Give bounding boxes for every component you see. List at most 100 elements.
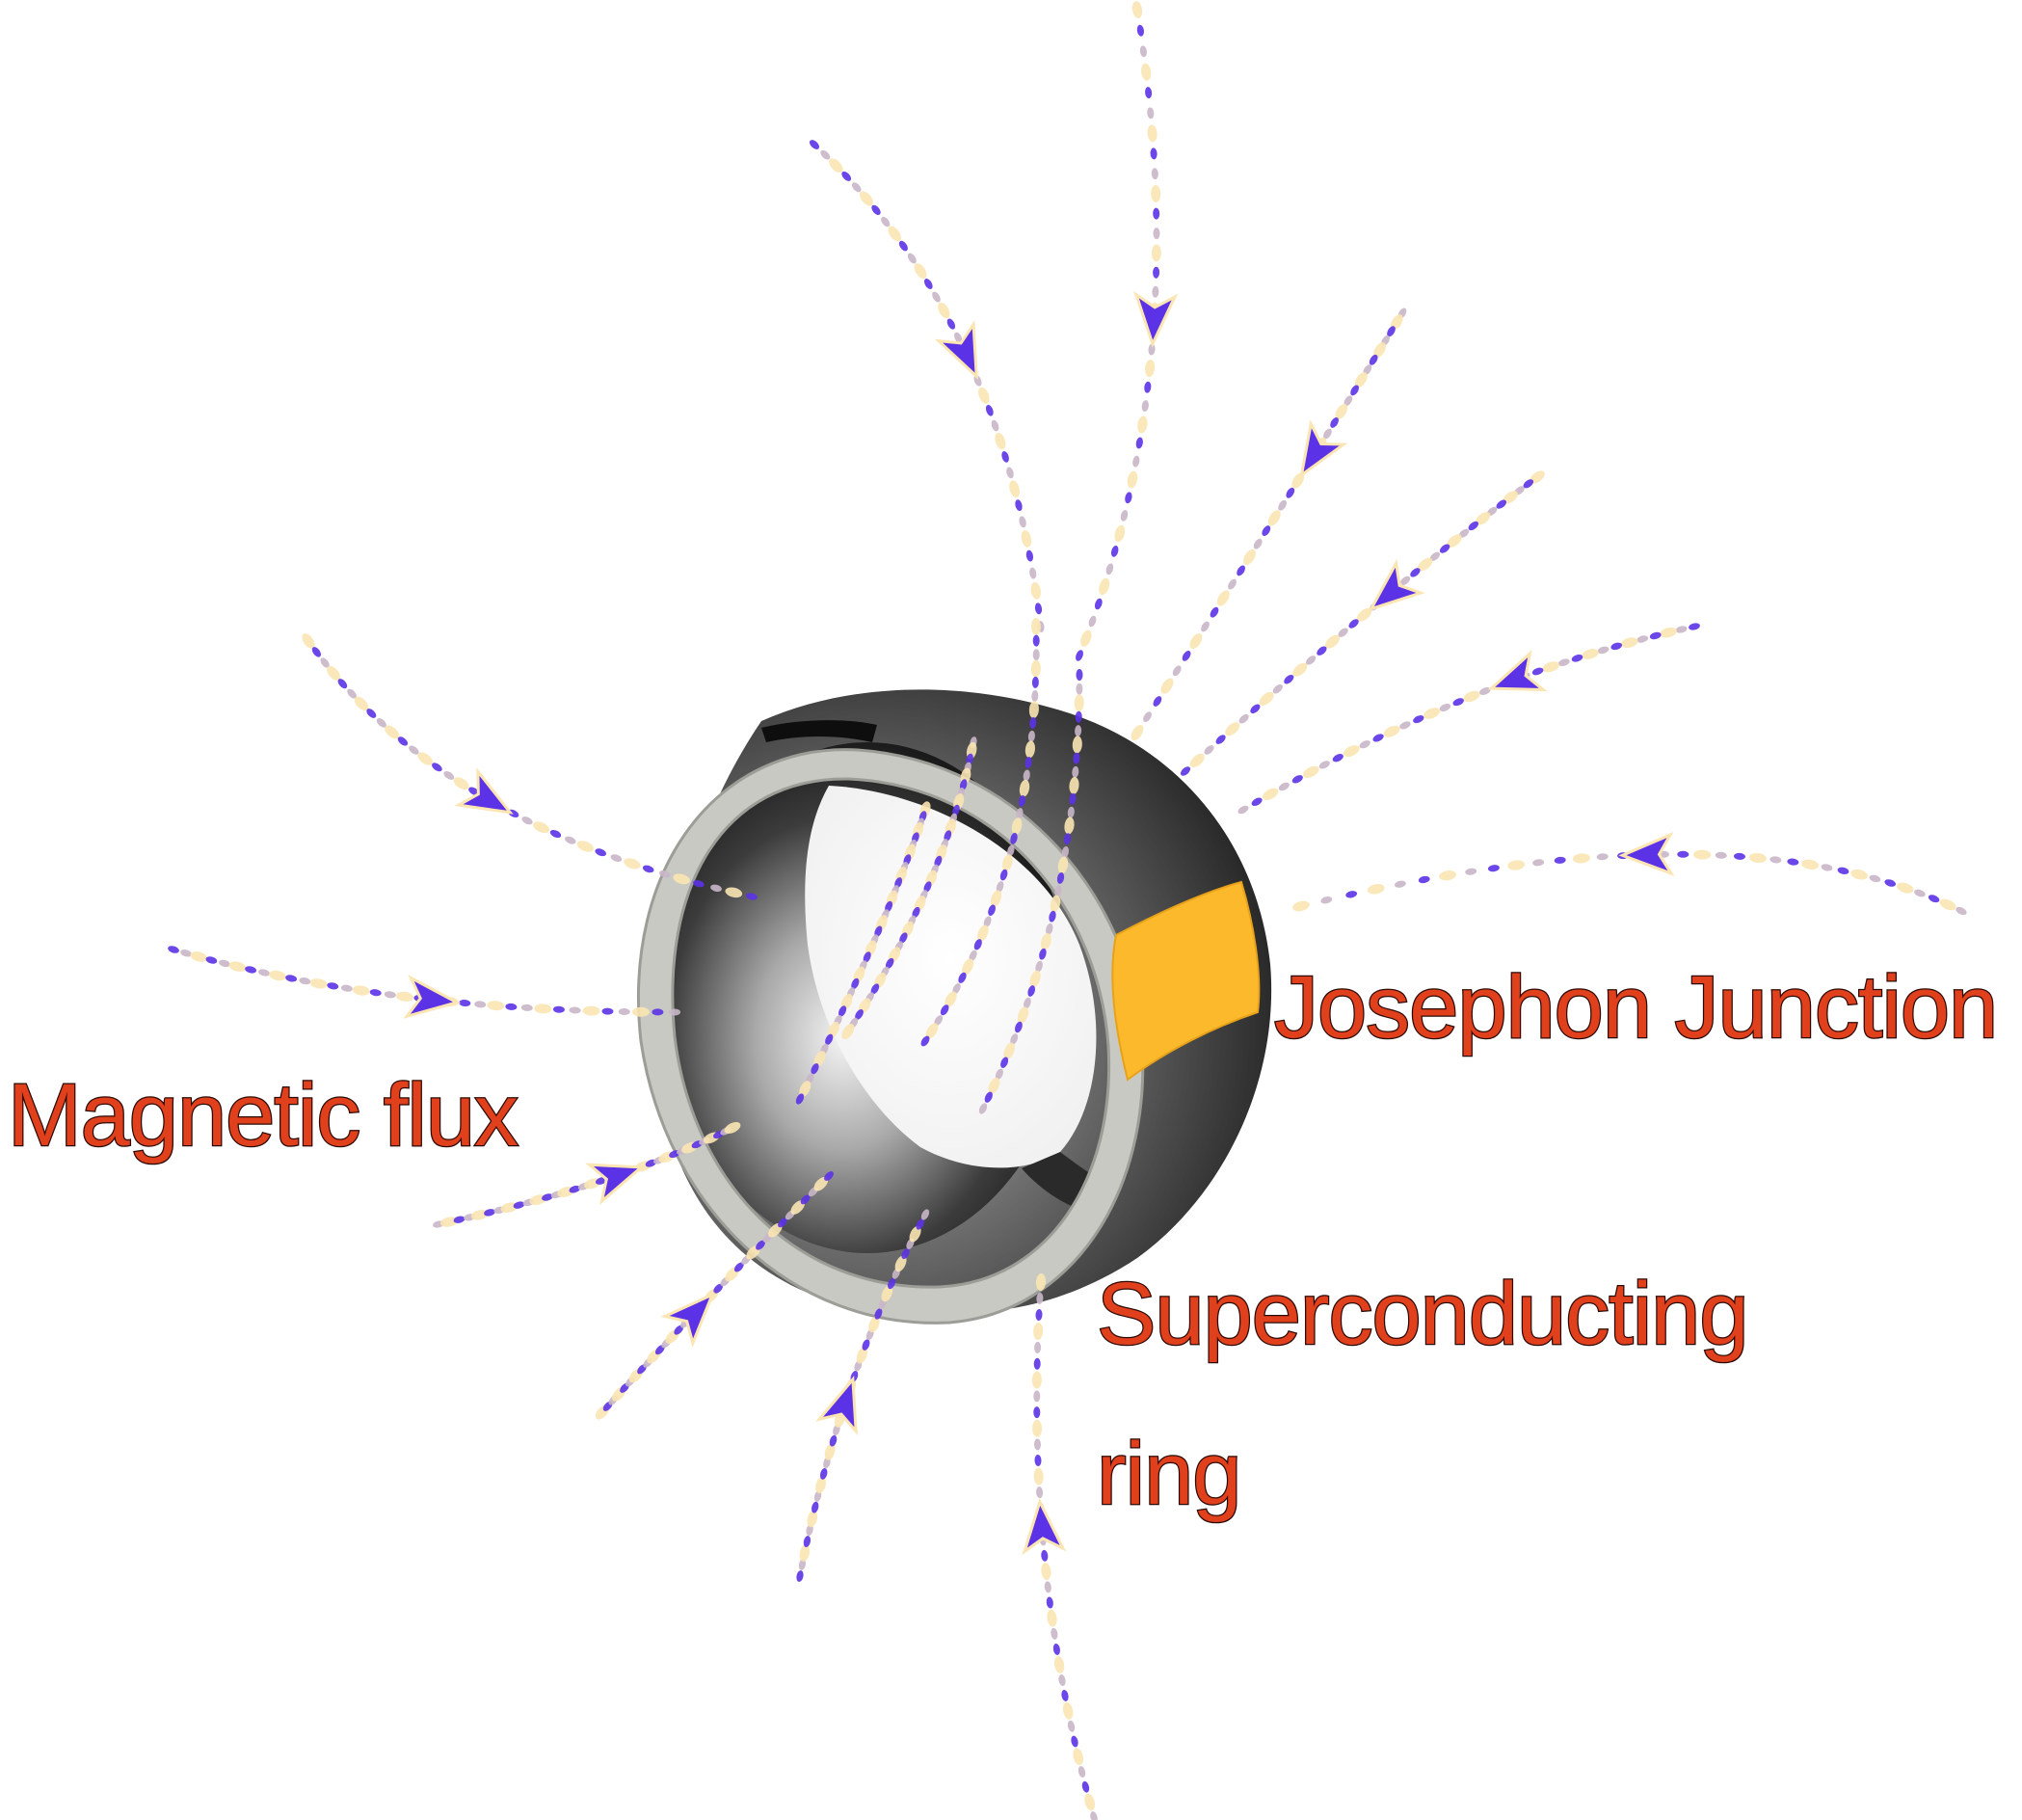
flux-dot: [799, 1544, 811, 1562]
flux-dot: [1072, 765, 1079, 778]
flux-dot: [1003, 1042, 1015, 1059]
flux-dot: [1259, 691, 1274, 706]
flux-dot: [1292, 900, 1310, 912]
flux-dot: [180, 950, 192, 957]
flux-dot: [1439, 544, 1450, 553]
flux-dot: [1372, 734, 1384, 742]
flux-dot: [1067, 1720, 1076, 1732]
flux-dot: [824, 1171, 834, 1181]
flux-dot: [1447, 534, 1462, 548]
flux-dot: [1496, 499, 1507, 509]
ring-front-rim: [636, 748, 1145, 1325]
flux-dot: [978, 387, 990, 404]
flux-dot: [1439, 870, 1457, 881]
flux-dot: [1131, 1, 1143, 18]
flux-dot: [1029, 567, 1037, 579]
flux-dot: [1237, 565, 1245, 576]
flux-dot: [1044, 1581, 1051, 1593]
flux-dot: [1182, 651, 1191, 661]
flux-dot: [1610, 642, 1623, 651]
flux-dot: [1031, 690, 1039, 702]
flux-dot: [1452, 698, 1464, 707]
flux-dot: [576, 841, 594, 852]
flux-dot: [1057, 856, 1069, 874]
flux-dot: [1596, 853, 1609, 861]
flux-dot: [327, 982, 339, 990]
flux-dot: [995, 432, 1006, 450]
flux-dot: [798, 1559, 807, 1570]
flux-dot: [1465, 868, 1477, 875]
flux-dot: [996, 881, 1004, 893]
flux-dot: [912, 906, 920, 919]
flux-dot: [874, 925, 883, 937]
flux-dot: [1053, 1656, 1065, 1673]
flux-dot: [1024, 757, 1032, 768]
flux-dot: [978, 1103, 988, 1114]
flux-dot: [790, 1200, 805, 1215]
flux-dot: [1369, 354, 1378, 365]
flux-dot: [533, 821, 550, 834]
flux-dot: [1554, 856, 1566, 864]
flux-dot: [624, 858, 641, 870]
flux-dot: [205, 956, 218, 964]
flux-arrow-icon: [454, 767, 514, 815]
flux-dot: [302, 633, 315, 649]
flux-dot: [1099, 577, 1110, 596]
flux-dot: [1039, 948, 1047, 960]
flux-dot: [1278, 782, 1290, 791]
flux-dot: [1530, 470, 1545, 484]
flux-dot: [988, 1077, 1000, 1094]
flux-dot: [1318, 761, 1330, 769]
flux-dot: [487, 1001, 505, 1011]
flux-dot: [1033, 1406, 1041, 1419]
flux-dot: [1024, 997, 1031, 1009]
flux-dot: [320, 657, 330, 668]
flux-dot: [369, 989, 382, 997]
flux-dot: [1127, 470, 1138, 489]
flux-dot: [474, 1001, 487, 1008]
flux-dot: [1323, 428, 1332, 440]
flux-dot: [944, 830, 952, 842]
flux-dot: [1359, 740, 1370, 749]
flux-dot: [1078, 1766, 1086, 1778]
flux-dot: [899, 932, 908, 944]
flux-arrow-icon: [660, 1292, 715, 1348]
flux-dot: [1317, 646, 1327, 656]
flux-dot: [940, 1004, 949, 1016]
flux-dot: [1090, 1811, 1098, 1820]
flux-dot: [1693, 849, 1712, 860]
flux-arrow-icon: [1022, 1497, 1067, 1556]
flux-dot: [799, 1081, 811, 1097]
flux-dot: [811, 1063, 819, 1075]
flux-dot: [962, 958, 974, 976]
flux-dot: [1063, 833, 1072, 845]
flux-dot: [796, 1570, 804, 1582]
flux-dot: [1153, 696, 1162, 707]
flux-dot: [863, 951, 871, 963]
flux-dot: [1423, 708, 1441, 719]
flux-dot: [881, 216, 891, 228]
ring-top-edge: [761, 720, 877, 742]
flux-dot: [1007, 844, 1015, 857]
flux-dot: [258, 969, 270, 977]
flux-dot: [1135, 437, 1143, 449]
flux-dot: [932, 291, 941, 303]
flux-dot: [1041, 933, 1051, 950]
flux-dot: [1303, 765, 1319, 778]
flux-dot: [397, 736, 409, 746]
flux-dot: [1001, 854, 1013, 871]
flux-dot: [815, 1476, 826, 1494]
flux-dot: [813, 1176, 829, 1191]
flux-dot: [1076, 650, 1083, 661]
flux-dot: [1350, 385, 1359, 396]
flux-dot: [756, 1240, 765, 1250]
flux-dot: [1015, 499, 1023, 512]
flux-dot: [1468, 521, 1478, 531]
flux-dot: [500, 1202, 519, 1214]
flux-dot: [582, 1005, 600, 1016]
flux-dot: [1034, 1341, 1042, 1353]
flux-dot: [1160, 678, 1174, 694]
flux-dot: [1189, 633, 1203, 650]
flux-dot: [385, 725, 400, 739]
flux-dot: [1076, 682, 1083, 695]
